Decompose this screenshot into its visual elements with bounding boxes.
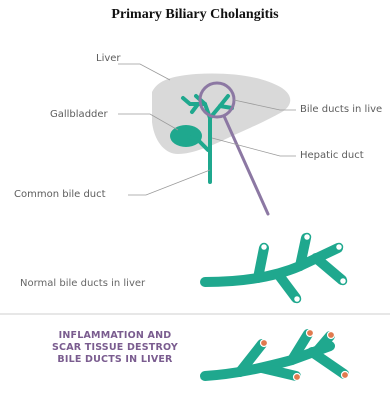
damage-caption-line: SCAR TISSUE DESTROY <box>40 342 190 354</box>
duct-tip <box>294 296 301 303</box>
label-hepatic-duct: Hepatic duct <box>300 150 364 161</box>
normal-ducts-caption: Normal bile ducts in liver <box>20 278 145 289</box>
duct-tip <box>336 244 343 251</box>
label-bile-ducts-in-liver: Bile ducts in live <box>300 104 382 115</box>
magnifier-handle <box>224 116 268 214</box>
damaged-duct-branch <box>205 330 349 381</box>
normal-duct-branch <box>205 234 347 303</box>
damage-caption: INFLAMMATION AND SCAR TISSUE DESTROY BIL… <box>40 330 190 366</box>
label-liver: Liver <box>96 53 121 64</box>
inflamed-tip <box>294 374 301 381</box>
label-gallbladder: Gallbladder <box>50 109 108 120</box>
duct-tip <box>304 234 311 241</box>
inflamed-tip <box>261 340 268 347</box>
inflamed-tip <box>342 372 349 379</box>
inflamed-tip <box>328 332 335 339</box>
inflamed-tip <box>307 330 314 337</box>
duct-tip <box>261 244 268 251</box>
damage-caption-line: BILE DUCTS IN LIVER <box>40 354 190 366</box>
duct-tip <box>340 278 347 285</box>
damage-caption-line: INFLAMMATION AND <box>40 330 190 342</box>
label-common-bile-duct: Common bile duct <box>14 189 106 200</box>
